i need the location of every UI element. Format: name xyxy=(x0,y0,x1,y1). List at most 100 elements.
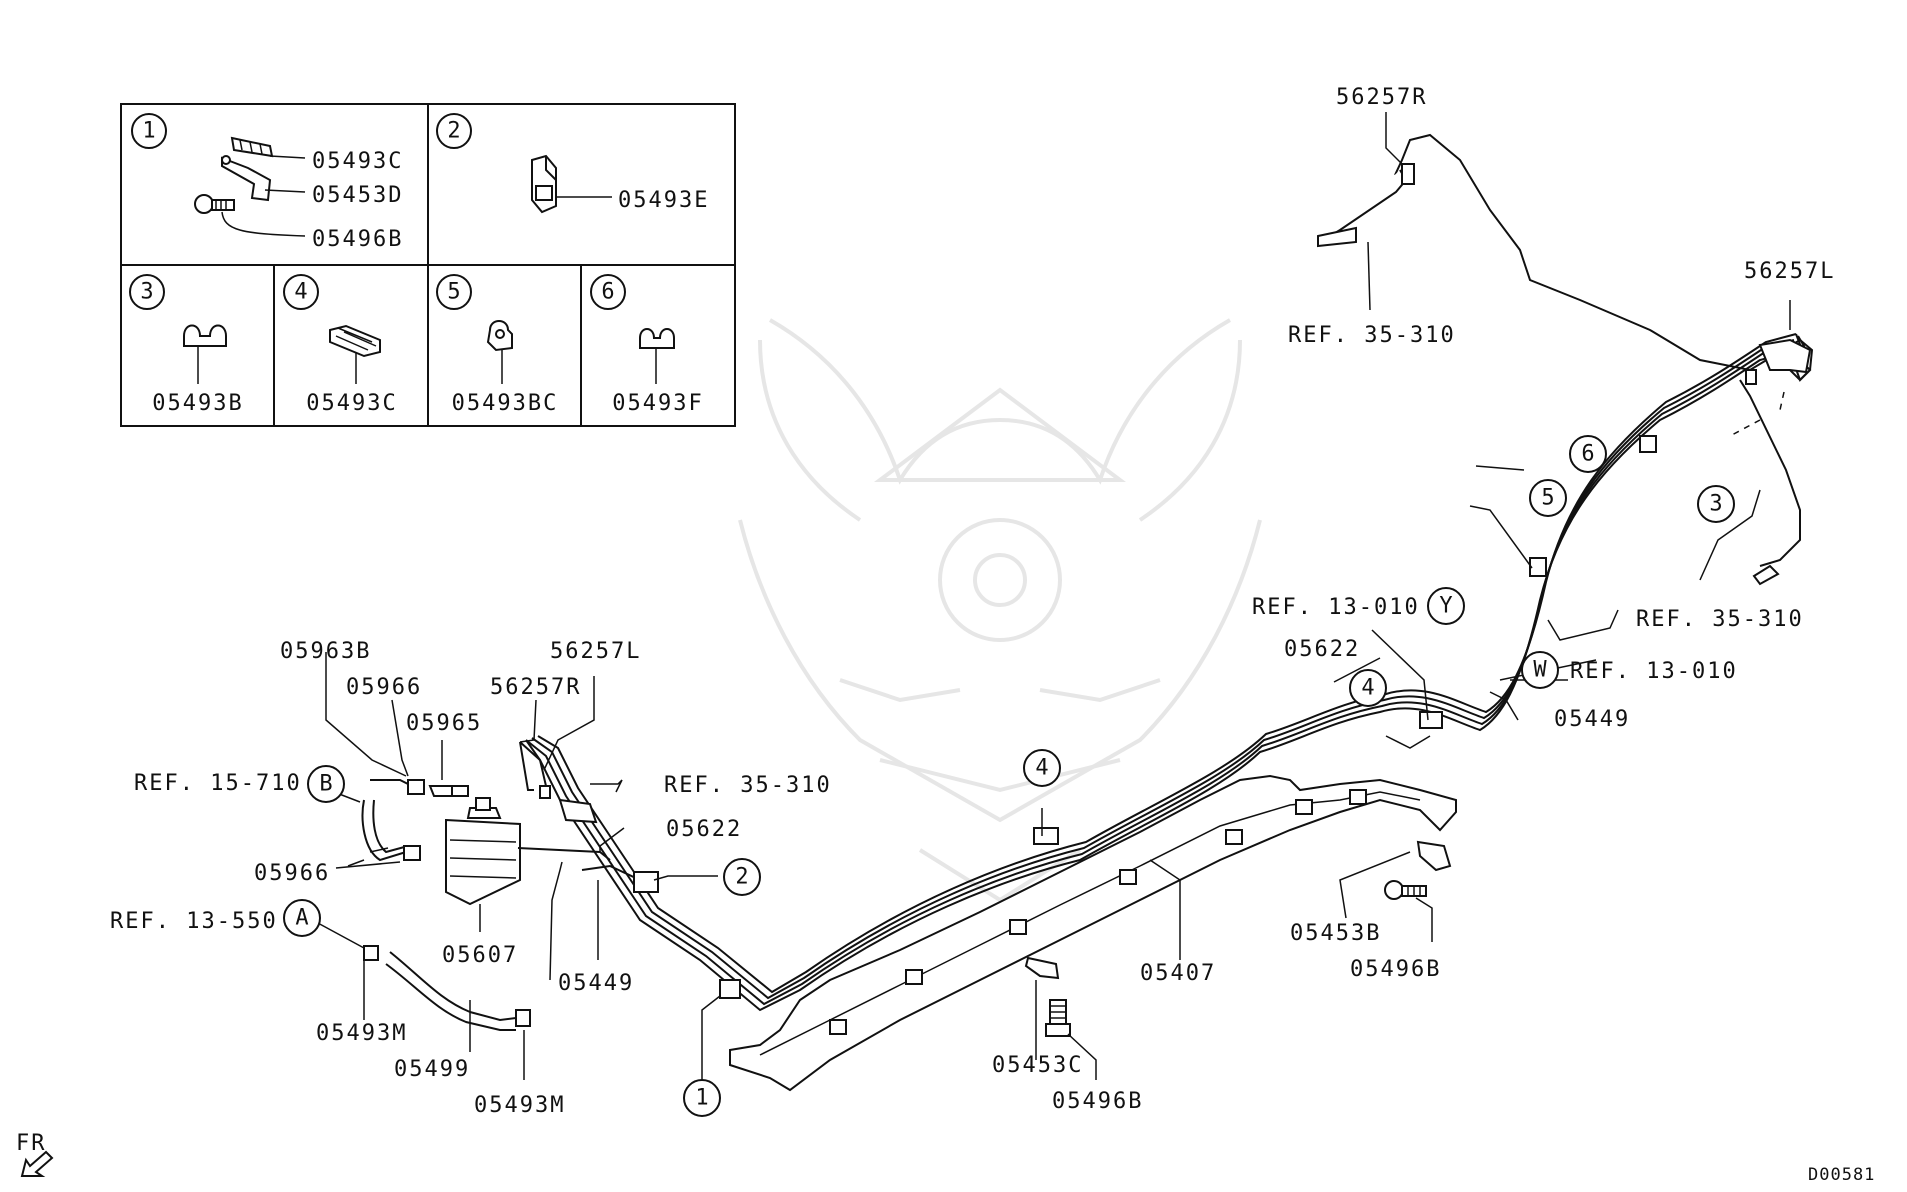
cell-number: 2 xyxy=(447,119,460,144)
cell3-part-1: 05493B xyxy=(152,391,243,416)
label-05963B: 05963B xyxy=(280,639,371,664)
bracket-05453C xyxy=(1024,956,1060,980)
cell2-part-1: 05493E xyxy=(618,188,709,213)
label-05965: 05965 xyxy=(406,711,482,736)
marker-3: 3 xyxy=(1709,492,1722,517)
label-56257R-left: 56257R xyxy=(490,675,581,700)
table-cell-2: 2 05493E xyxy=(436,113,709,214)
cell-number: 4 xyxy=(294,280,307,305)
table-cell-1: 1 05493C 05453D 05496B xyxy=(131,113,403,252)
marker-B: B xyxy=(319,772,332,797)
marker-2: 2 xyxy=(735,865,748,890)
cell-number: 3 xyxy=(140,280,153,305)
clip-2 xyxy=(633,871,659,893)
bolt-05496B-bottom xyxy=(1045,999,1071,1037)
cell1-part-3: 05496B xyxy=(312,227,403,252)
clip-1 xyxy=(719,979,741,999)
label-05453C: 05453C xyxy=(992,1053,1083,1078)
bracket-05453B xyxy=(1416,840,1452,872)
label-05966-top: 05966 xyxy=(346,675,422,700)
cell-number-circle xyxy=(436,113,472,149)
label-56257L-left: 56257L xyxy=(550,639,641,664)
label-05966-bottom: 05966 xyxy=(254,861,330,886)
table-cell-5: 5 05493BC xyxy=(436,274,559,416)
diagram-code: D00581 xyxy=(1808,1165,1875,1185)
label-05496B-bottom: 05496B xyxy=(1052,1089,1143,1114)
table-cell-3: 3 05493B xyxy=(129,274,243,416)
bracket-05453D-icon xyxy=(221,155,272,202)
clip-05493E-icon xyxy=(531,154,557,214)
marker-4-mid: 4 xyxy=(1035,756,1048,781)
label-56257L-top: 56257L xyxy=(1744,259,1835,284)
pipe-05965 xyxy=(428,785,469,797)
canister-05607 xyxy=(445,797,521,906)
marker-6: 6 xyxy=(1581,442,1594,467)
fr-arrow-icon xyxy=(20,1150,54,1177)
cell1-part-1: 05493C xyxy=(312,149,403,174)
frame-rail-05407 xyxy=(729,774,1457,1092)
cell-number-circle xyxy=(131,113,167,149)
clip-4-mid xyxy=(1033,827,1059,845)
pipes-56257RL-left xyxy=(519,739,598,824)
label-ref-15-710: REF. 15-710 xyxy=(134,771,302,796)
cell4-part-1: 05493C xyxy=(306,391,397,416)
marker-A: A xyxy=(295,906,308,931)
label-ref-35-310-mid: REF. 35-310 xyxy=(664,773,832,798)
label-ref-13-010-w: REF. 13-010 xyxy=(1570,659,1738,684)
clip-05493C-icon xyxy=(329,324,381,358)
cell-number-circle xyxy=(436,274,472,310)
table-cell-4: 4 05493C xyxy=(283,274,397,416)
marker-Y: Y xyxy=(1439,594,1452,619)
clip-4-right xyxy=(1419,711,1443,729)
callout-labels: 56257R REF. 35-310 56257L REF. 35-310 RE… xyxy=(110,85,1835,1118)
top-right-fittings xyxy=(1317,163,1801,586)
table-cell-6: 6 05493F xyxy=(590,274,703,416)
fuel-pipe-bundle xyxy=(519,133,1814,1012)
label-05496B-right: 05496B xyxy=(1350,957,1441,982)
front-direction-indicator: FR xyxy=(16,1131,54,1177)
bolt-05496B-right xyxy=(1384,880,1427,900)
clip-05493B-icon xyxy=(183,324,227,347)
label-05493M-bottom: 05493M xyxy=(474,1093,565,1118)
marker-1: 1 xyxy=(695,1086,708,1111)
cell-number-circle xyxy=(590,274,626,310)
label-05449-left: 05449 xyxy=(558,971,634,996)
hose-05963B xyxy=(361,779,425,862)
clip-6 xyxy=(1639,435,1657,453)
cell-number: 1 xyxy=(142,119,155,144)
cell6-part-1: 05493F xyxy=(612,391,703,416)
label-ref-13-550: REF. 13-550 xyxy=(110,909,278,934)
watermark-emblem xyxy=(738,318,1262,903)
label-05607: 05607 xyxy=(442,943,518,968)
marker-4-right: 4 xyxy=(1361,676,1374,701)
clip-05493BC-icon xyxy=(486,320,513,352)
cell-number-circle xyxy=(129,274,165,310)
label-05493M-left: 05493M xyxy=(316,1021,407,1046)
label-ref-35-310-top: REF. 35-310 xyxy=(1288,323,1456,348)
label-05622-right: 05622 xyxy=(1284,637,1360,662)
fr-label: FR xyxy=(16,1131,47,1156)
cell5-part-1: 05493BC xyxy=(452,391,559,416)
clip-05493F-icon xyxy=(639,328,675,349)
pipe-clips xyxy=(633,435,1657,999)
cell1-part-2: 05453D xyxy=(312,183,403,208)
cell-number: 6 xyxy=(601,280,614,305)
marker-W: W xyxy=(1533,658,1547,683)
circled-markers: B A Y W 1 2 3 4 4 5 6 xyxy=(283,435,1735,1117)
label-ref-35-310-right: REF. 35-310 xyxy=(1636,607,1804,632)
clip-5 xyxy=(1529,557,1547,577)
clip-05493C-icon xyxy=(230,136,274,158)
marker-5: 5 xyxy=(1541,486,1554,511)
label-05622-left: 05622 xyxy=(666,817,742,842)
label-05453B: 05453B xyxy=(1290,921,1381,946)
label-05499: 05499 xyxy=(394,1057,470,1082)
label-ref-13-010-y: REF. 13-010 xyxy=(1252,595,1420,620)
clip-reference-table: 1 05493C 05453D 05496B 2 xyxy=(120,103,736,427)
label-56257R-top: 56257R xyxy=(1336,85,1427,110)
label-05449-right: 05449 xyxy=(1554,707,1630,732)
label-05407: 05407 xyxy=(1140,961,1216,986)
cell-number-circle xyxy=(283,274,319,310)
bolt-05496B-icon xyxy=(194,194,235,214)
